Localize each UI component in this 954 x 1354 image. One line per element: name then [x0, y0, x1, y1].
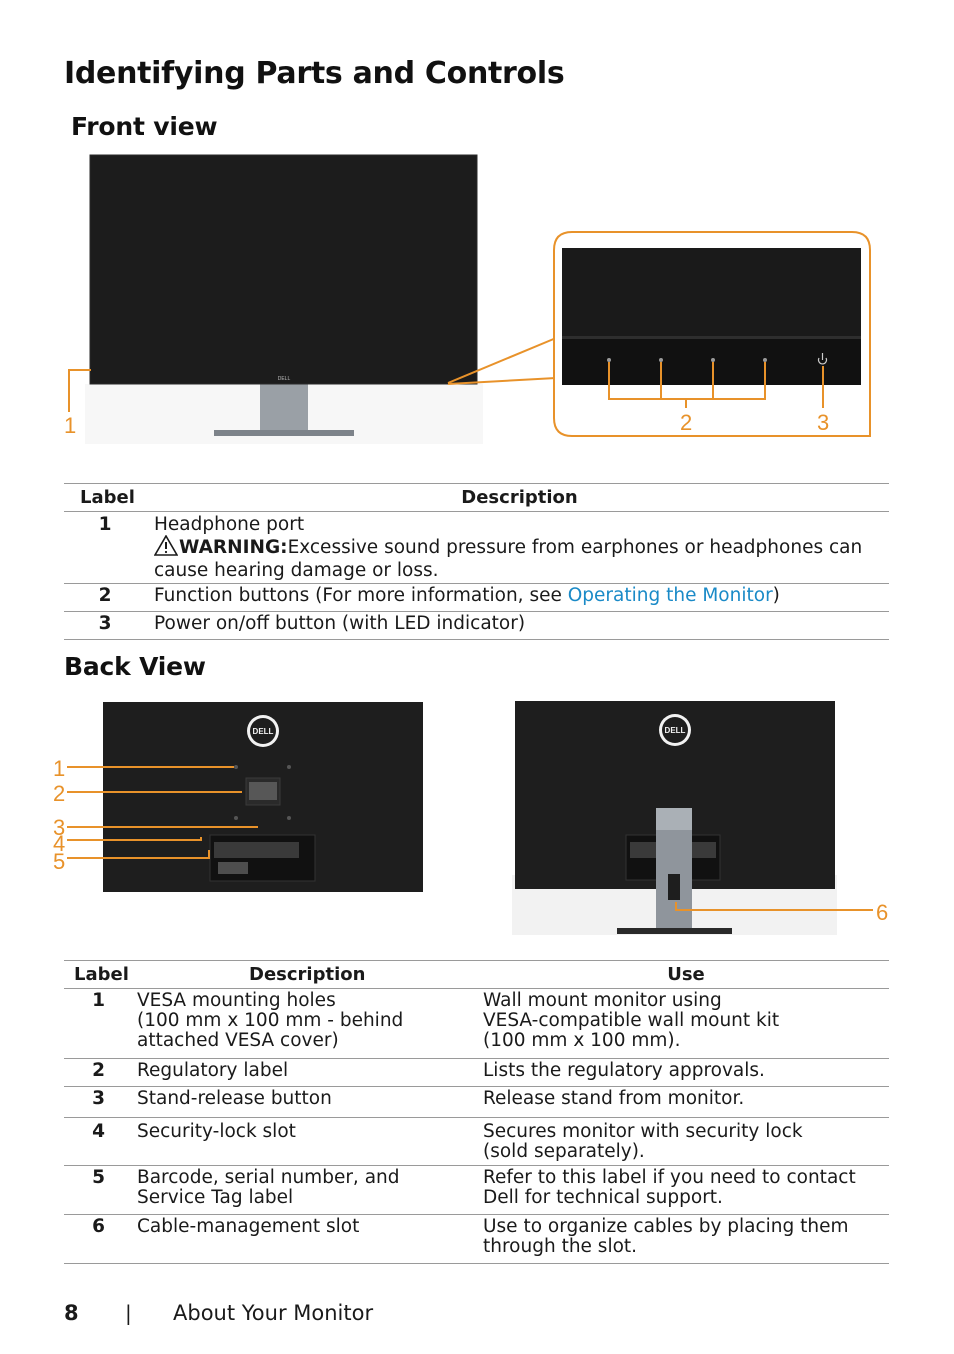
front-stand-base [214, 430, 354, 436]
back-row4-desc: Security-lock slot [137, 1117, 483, 1166]
table-row: 4 Security-lock slot Secures monitor wit… [64, 1117, 889, 1166]
back-callout-4: 4 [53, 831, 66, 856]
back-callout-6: 6 [876, 900, 889, 925]
operating-monitor-link[interactable]: Operating the Monitor [567, 585, 773, 606]
back-row4-label: 4 [64, 1117, 137, 1166]
front-stand-neck [260, 383, 308, 431]
back-stand-base [617, 928, 732, 934]
back-callout-1: 1 [53, 756, 66, 781]
back-row5-use: Refer to this label if you need to conta… [483, 1167, 856, 1188]
back-row3-desc: Stand-release button [137, 1086, 483, 1118]
function-button-3 [711, 358, 715, 362]
front-row2-text: Function buttons (For more information, … [154, 585, 568, 606]
table-row: 1 Headphone port WARNING:Excessive sound… [64, 511, 889, 584]
back-row5-label: 5 [64, 1165, 137, 1215]
back-row6-desc: Cable-management slot [137, 1214, 483, 1264]
table-row: 1 VESA mounting holes(100 mm x 100 mm - … [64, 988, 889, 1059]
back-callout-2: 2 [53, 781, 66, 806]
front-row2-close: ) [772, 585, 780, 606]
function-button-2 [659, 358, 663, 362]
front-row3-text: Power on/off button (with LED indicator) [150, 611, 889, 640]
back-row6-label: 6 [64, 1214, 137, 1264]
back-row2-label: 2 [64, 1058, 137, 1087]
footer-section-title: About Your Monitor [173, 1301, 374, 1325]
front-row1-text: Headphone port [154, 514, 305, 535]
back-th-label: Label [64, 960, 137, 989]
back-view-illustration: DELL DELL [67, 701, 873, 935]
back-row1-use: (100 mm x 100 mm). [483, 1030, 681, 1051]
back-callout-5: 5 [53, 849, 66, 874]
back-th-use: Use [483, 960, 889, 989]
front-logo: DELL [278, 376, 291, 382]
back-th-description: Description [137, 960, 483, 989]
front-callout-3: 3 [817, 410, 830, 435]
function-button-1 [607, 358, 611, 362]
front-callout-1: 1 [64, 413, 77, 438]
table-row: 2 Regulatory label Lists the regulatory … [64, 1058, 889, 1087]
front-row1-label: 1 [64, 511, 150, 584]
back-view-heading: Back View [64, 652, 206, 681]
page-title: Identifying Parts and Controls [64, 56, 565, 91]
footer-separator: | [125, 1301, 132, 1325]
back-row3-label: 3 [64, 1086, 137, 1118]
back-row4-use: (sold separately). [483, 1141, 645, 1162]
back-view-table: Label Description Use 1 VESA mounting ho… [64, 960, 889, 1264]
front-row3-label: 3 [64, 611, 150, 640]
power-icon [817, 353, 828, 365]
warning-label: WARNING: [179, 537, 288, 558]
table-row: 3 Stand-release button Release stand fro… [64, 1086, 889, 1118]
back-row4-use: Secures monitor with security lock [483, 1121, 803, 1142]
logo-text-right: DELL [665, 726, 686, 735]
back-row1-desc: (100 mm x 100 mm - behind [137, 1010, 404, 1031]
back-row1-desc: VESA mounting holes [137, 990, 336, 1011]
front-row2-label: 2 [64, 583, 150, 612]
back-row2-use: Lists the regulatory approvals. [483, 1058, 889, 1087]
back-row1-desc: attached VESA cover) [137, 1030, 339, 1051]
table-row: 3 Power on/off button (with LED indicato… [64, 611, 889, 640]
back-row3-use: Release stand from monitor. [483, 1086, 889, 1118]
back-row2-desc: Regulatory label [137, 1058, 483, 1087]
function-button-4 [763, 358, 767, 362]
page-number: 8 [64, 1301, 79, 1325]
cable-management-slot [668, 874, 680, 900]
front-view-illustration: DELL [68, 154, 871, 444]
back-row1-use: VESA-compatible wall mount kit [483, 1010, 780, 1031]
front-monitor-screen [90, 155, 477, 384]
back-row5-desc: Service Tag label [137, 1187, 294, 1208]
back-row1-label: 1 [64, 988, 137, 1059]
warning-icon [153, 534, 179, 561]
back-row5-use: Dell for technical support. [483, 1187, 723, 1208]
front-th-description: Description [150, 483, 889, 512]
front-th-label: Label [64, 483, 150, 512]
front-view-table: Label Description 1 Headphone port WARNI… [64, 483, 889, 640]
back-row1-use: Wall mount monitor using [483, 990, 722, 1011]
back-row6-use: Use to organize cables by placing them [483, 1216, 849, 1237]
back-row6-use: through the slot. [483, 1236, 638, 1257]
back-callout-3: 3 [53, 815, 66, 840]
table-row: 6 Cable-management slot Use to organize … [64, 1214, 889, 1264]
back-row5-desc: Barcode, serial number, and [137, 1167, 400, 1188]
front-callout-2: 2 [680, 410, 693, 435]
logo-text-left: DELL [253, 727, 274, 736]
warning-text: Excessive sound pressure from earphones … [154, 537, 863, 581]
table-row: 2 Function buttons (For more information… [64, 583, 889, 612]
front-view-heading: Front view [71, 112, 218, 141]
